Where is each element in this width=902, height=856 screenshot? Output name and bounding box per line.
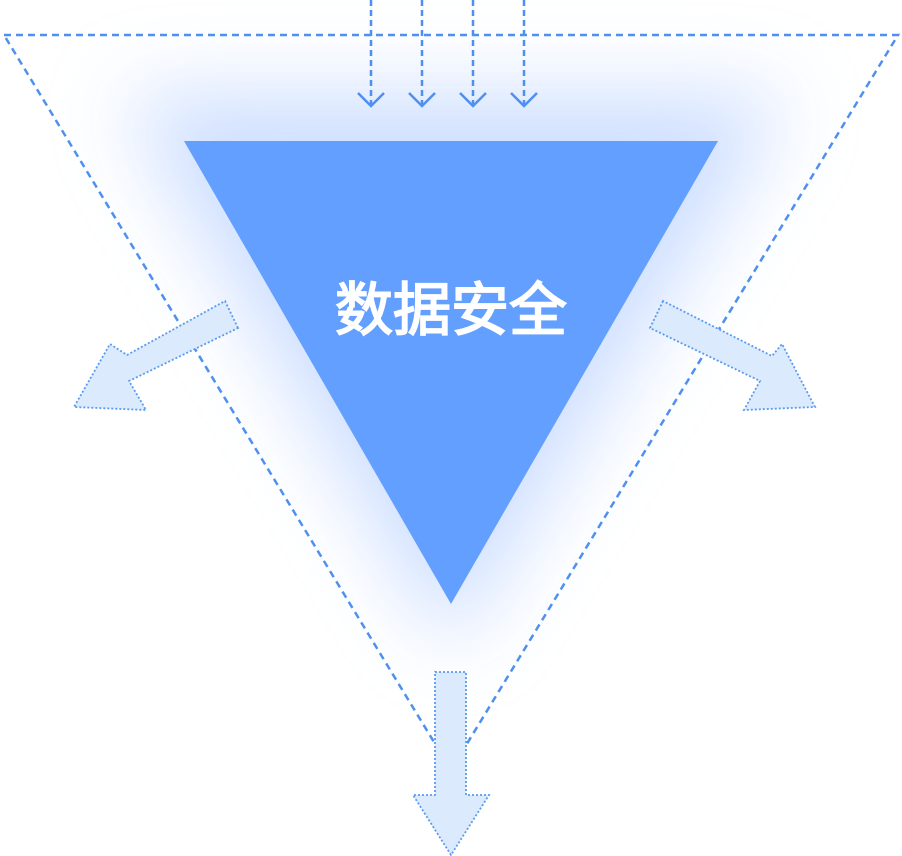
outgoing-arrow-left <box>72 299 240 411</box>
incoming-arrow-3 <box>459 0 487 108</box>
outer-dashed-triangle <box>1 33 901 773</box>
center-label: 数据安全 <box>335 276 568 344</box>
outgoing-arrows <box>72 299 817 856</box>
incoming-arrow-1 <box>357 0 385 108</box>
outgoing-arrow-bottom <box>411 671 491 856</box>
outgoing-arrow-right <box>648 299 817 411</box>
incoming-arrows <box>357 0 538 108</box>
incoming-arrow-2 <box>408 0 436 108</box>
main-triangle <box>184 141 718 604</box>
incoming-arrow-4 <box>510 0 538 108</box>
